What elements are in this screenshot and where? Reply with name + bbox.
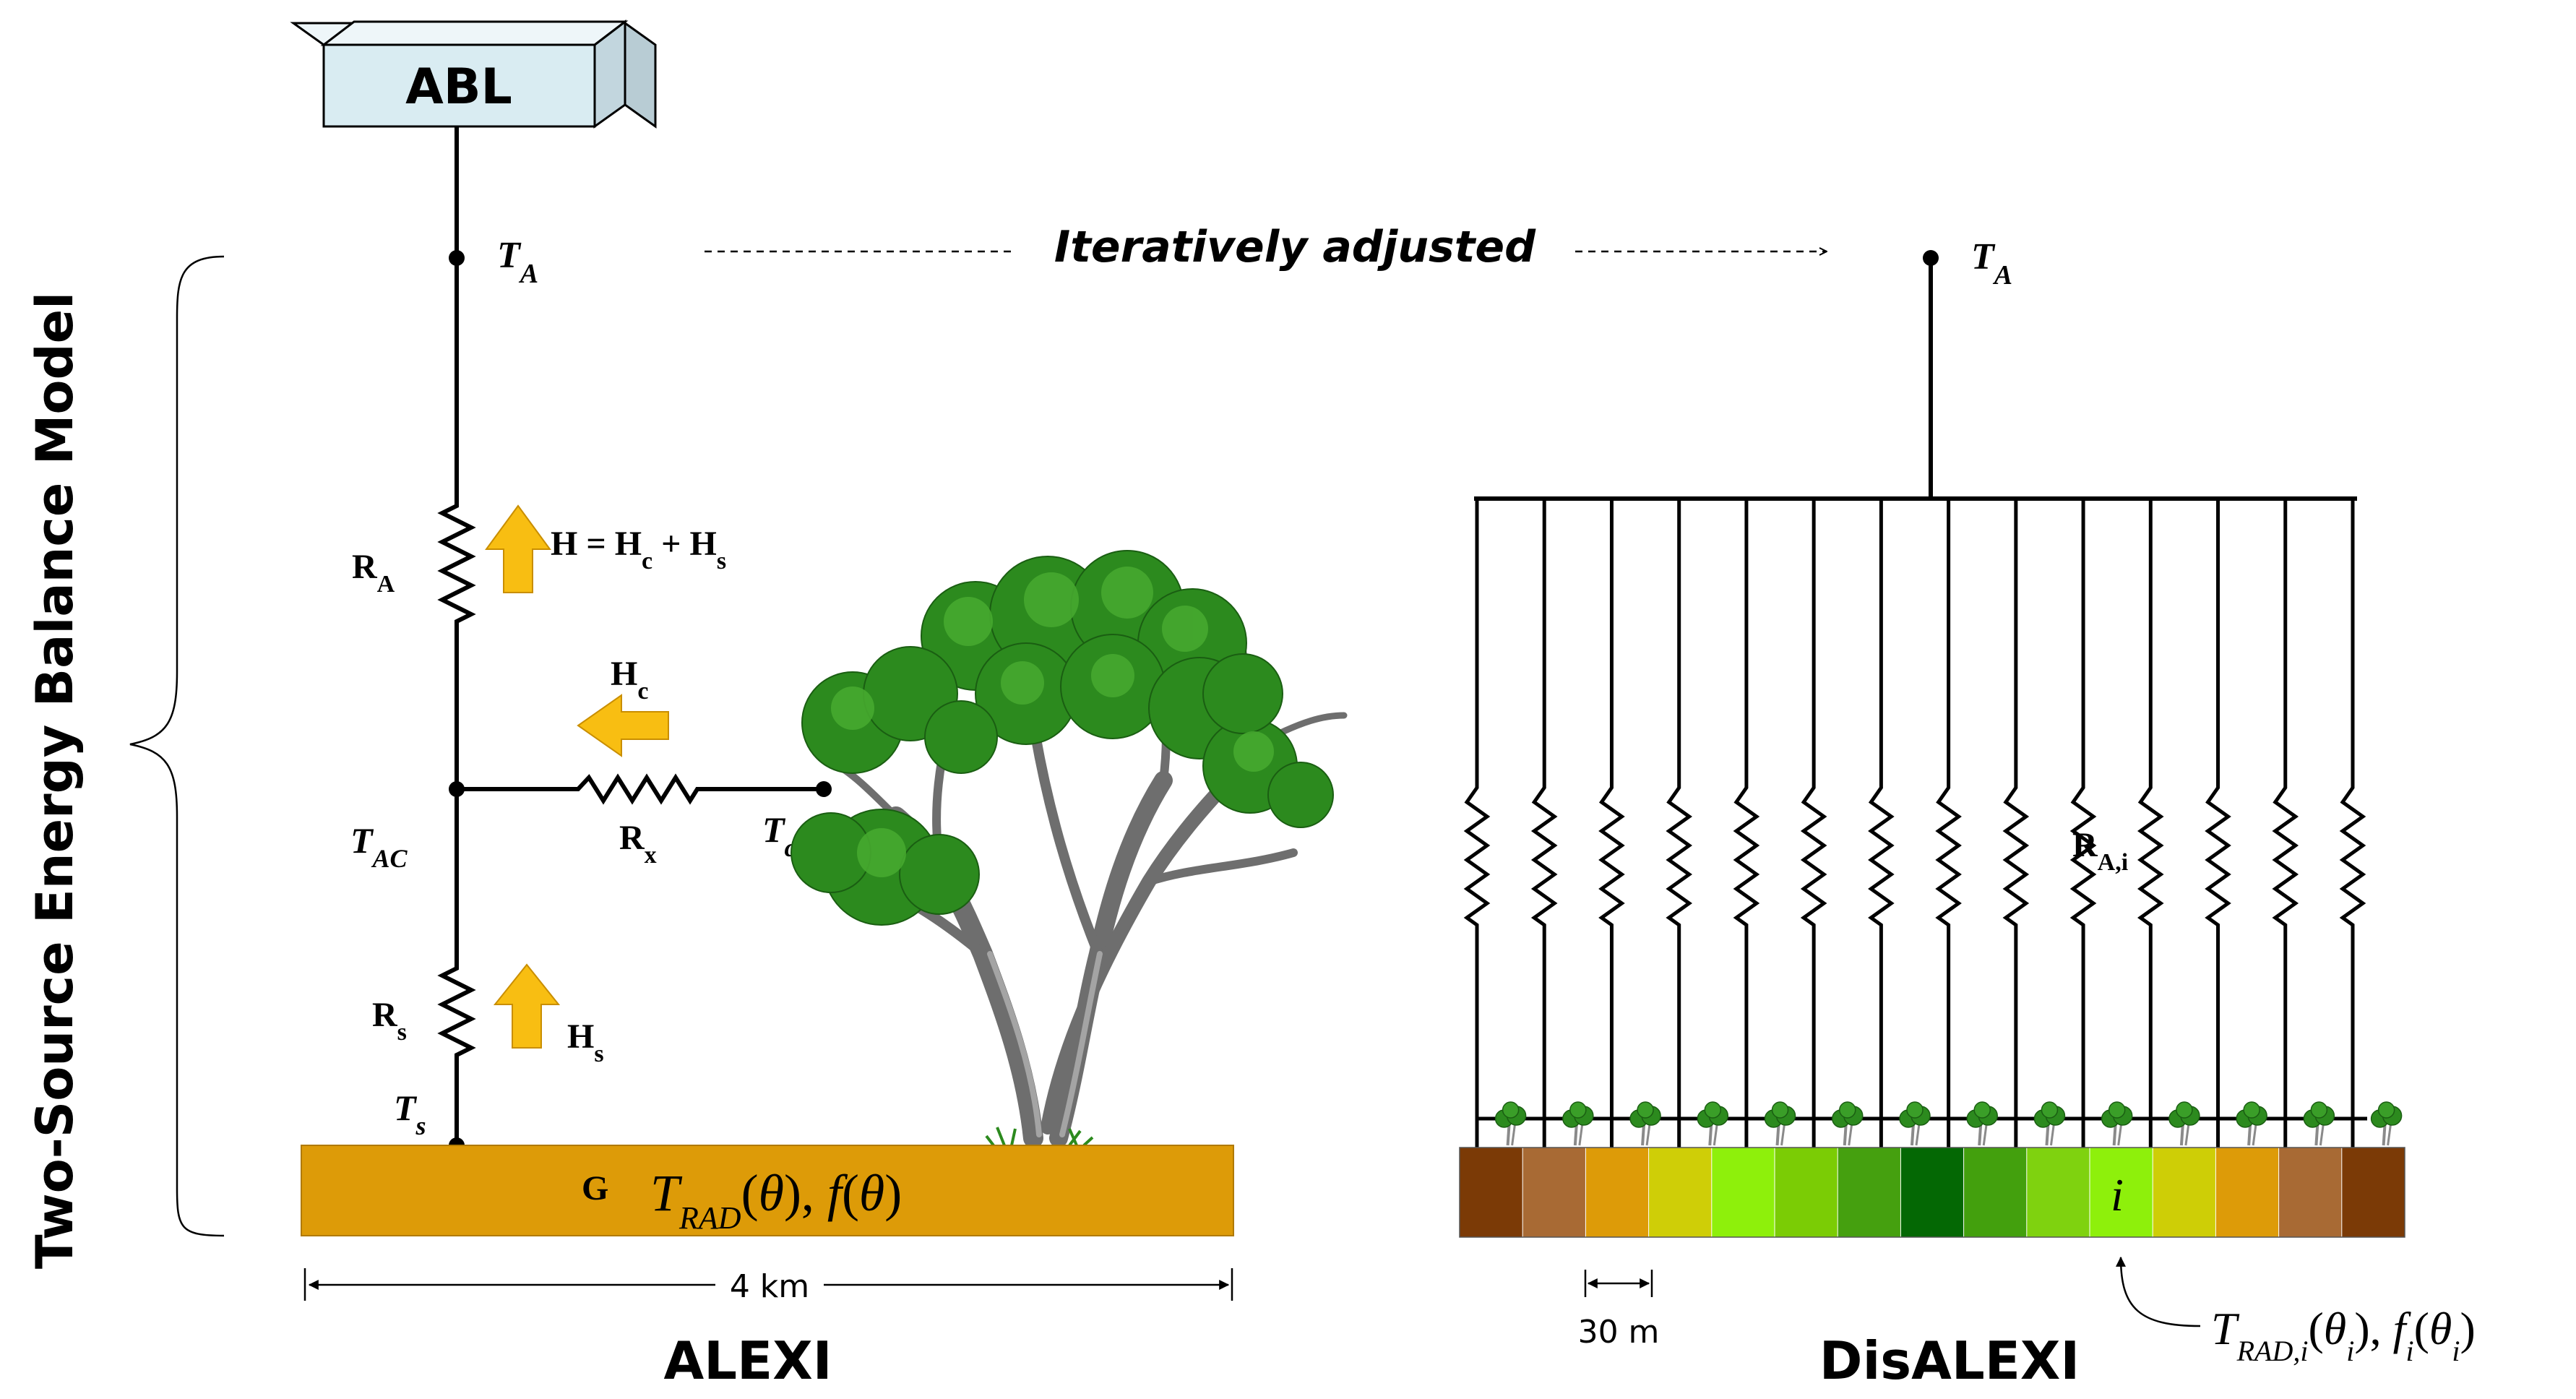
pixel-resistor-wire	[1935, 499, 1962, 1148]
pixel-trees	[1494, 1101, 2403, 1146]
pixel-resistor-wire	[2137, 499, 2164, 1148]
ta-node-left	[449, 250, 465, 266]
abl-box: ABL	[290, 19, 657, 129]
ta-left-label: TA	[497, 235, 538, 289]
pixel-cell	[2089, 1147, 2154, 1238]
pixel-i-label: i	[2111, 1169, 2124, 1221]
pixel-resistor-wire	[1530, 499, 1558, 1148]
mini-tree-icon	[1562, 1101, 1594, 1146]
pixel-cell	[1648, 1147, 1713, 1238]
pixel-cell	[1900, 1147, 1965, 1238]
pixel-row	[1459, 1147, 2406, 1238]
g-label: G	[582, 1169, 608, 1208]
hs-arrow-up	[493, 963, 561, 1049]
ra-label: RA	[352, 548, 395, 598]
pixel-cell	[1711, 1147, 1776, 1238]
pixel-resistor-wire	[1800, 499, 1827, 1148]
trad-i-formula: TRAD,i(θi), fi(θi)	[2211, 1303, 2476, 1367]
soil-bar	[301, 1145, 1234, 1236]
ta-right-label: TA	[1971, 236, 2012, 290]
pixel-cell	[2026, 1147, 2091, 1238]
pixel-cell	[2341, 1147, 2406, 1238]
pixel-resistor-wire	[2205, 499, 2231, 1148]
pixel-row-border	[1459, 1147, 2405, 1238]
pixel-resistor-wire	[1733, 499, 1760, 1148]
scale-4km-label: 4 km	[730, 1268, 809, 1305]
pixel-resistor-wire	[1598, 499, 1625, 1148]
brace	[129, 255, 225, 1237]
pixel-cell	[1963, 1147, 2028, 1238]
hc-arrow-left	[577, 694, 669, 757]
rx-label: Rx	[619, 819, 657, 869]
pixel-wires	[1463, 499, 2367, 1148]
tree-illustration	[791, 550, 1348, 1148]
disalexi-label: DisALEXI	[1819, 1330, 2080, 1391]
pixel-cell	[2215, 1147, 2280, 1238]
ts-label: Ts	[394, 1088, 426, 1140]
scale-30m	[1584, 1270, 1653, 1297]
pixel-cell	[1837, 1147, 1902, 1238]
pixel-resistor-wire	[2339, 499, 2366, 1148]
tac-node	[449, 781, 465, 797]
tc-node	[816, 781, 832, 797]
pixel-pointer-arrow	[2116, 1256, 2201, 1327]
abl-label: ABL	[405, 59, 512, 116]
rai-label: RA,i	[2072, 826, 2128, 876]
mini-tree-icon	[1966, 1101, 1998, 1146]
pixel-cell	[2152, 1147, 2217, 1238]
mini-tree-icon	[2370, 1101, 2403, 1146]
pixel-resistor-wire	[1666, 499, 1692, 1148]
alexi-label: ALEXI	[663, 1330, 832, 1391]
mini-tree-icon	[1629, 1101, 1661, 1146]
mini-tree-icon	[1697, 1101, 1729, 1146]
pixel-cell	[1459, 1147, 1524, 1238]
pixel-resistor-wire	[2069, 499, 2097, 1148]
mini-tree-icon	[1494, 1101, 1527, 1146]
side-label: Two-Source Energy Balance Model	[25, 292, 85, 1269]
iterative-label: Iteratively adjusted	[1054, 222, 1536, 272]
mini-tree-icon	[1764, 1101, 1796, 1146]
pixel-resistor-wire	[2272, 499, 2299, 1148]
h-equation: H = Hc + Hs	[551, 525, 726, 574]
pixel-cell	[1522, 1147, 1587, 1238]
pixel-resistor-wire	[1868, 499, 1895, 1148]
pixel-resistor-wire	[1463, 499, 1491, 1148]
hc-label: Hc	[611, 655, 648, 705]
scale-4km	[303, 1268, 1233, 1301]
scale-30m-label: 30 m	[1578, 1314, 1660, 1351]
alexi-circuit	[437, 126, 824, 1145]
mini-tree-icon	[2303, 1101, 2335, 1146]
tac-label: TAC	[350, 820, 408, 873]
mini-tree-icon	[2236, 1101, 2267, 1146]
pixel-resistor-wire	[2002, 499, 2030, 1148]
mini-tree-icon	[2033, 1101, 2066, 1146]
trad-formula: TRAD(θ), f(θ)	[650, 1164, 902, 1236]
pixel-cell	[1585, 1147, 1650, 1238]
mini-tree-icon	[1899, 1101, 1931, 1146]
mini-tree-icon	[2168, 1101, 2200, 1146]
h-arrow-up	[485, 504, 551, 593]
rs-label: Rs	[372, 996, 407, 1046]
mini-tree-icon	[1832, 1101, 1864, 1146]
hs-label: Hs	[567, 1017, 604, 1067]
pixel-cell	[1774, 1147, 1839, 1238]
mini-tree-icon	[2101, 1101, 2133, 1146]
pixel-cell	[2278, 1147, 2343, 1238]
